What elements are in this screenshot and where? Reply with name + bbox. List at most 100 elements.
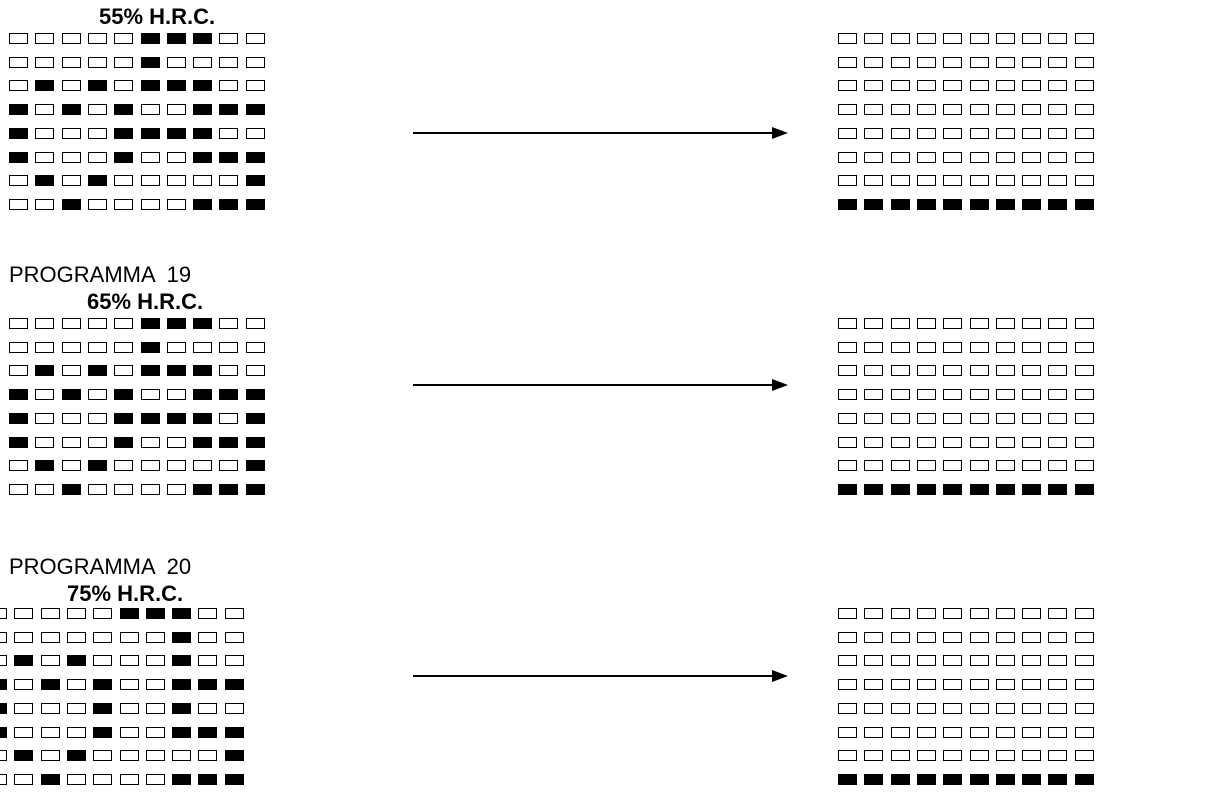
led-cell-off bbox=[224, 655, 244, 667]
led-cell-off bbox=[943, 389, 963, 401]
led-cell-off bbox=[995, 608, 1015, 619]
led-cell-off bbox=[890, 631, 910, 643]
led-cell-off bbox=[61, 460, 81, 472]
led-cell-on bbox=[245, 412, 265, 424]
led-cell-on bbox=[61, 104, 81, 116]
led-cell-off bbox=[1022, 175, 1042, 187]
led-cell-off bbox=[193, 175, 213, 187]
led-cell-off bbox=[1048, 726, 1068, 738]
led-cell-off bbox=[1022, 460, 1042, 472]
led-cell-off bbox=[890, 33, 910, 44]
led-cell-on bbox=[1022, 483, 1042, 495]
led-cell-on bbox=[193, 318, 213, 329]
led-cell-on bbox=[193, 151, 213, 163]
led-cell-off bbox=[40, 726, 60, 738]
led-cell-off bbox=[0, 655, 7, 667]
led-cell-on bbox=[219, 198, 239, 210]
led-cell-off bbox=[172, 750, 192, 762]
led-cell-off bbox=[61, 412, 81, 424]
led-cell-on bbox=[140, 365, 160, 377]
led-cell-off bbox=[838, 104, 857, 116]
led-cell-on bbox=[87, 365, 107, 377]
led-cell-on bbox=[224, 679, 244, 691]
led-cell-on bbox=[140, 341, 160, 353]
led-cell-off bbox=[66, 608, 86, 619]
led-cell-off bbox=[66, 773, 86, 785]
led-cell-on bbox=[916, 773, 936, 785]
led-cell-off bbox=[114, 365, 134, 377]
led-cell-on bbox=[114, 389, 134, 401]
led-cell-off bbox=[0, 773, 7, 785]
led-cell-off bbox=[943, 318, 963, 329]
led-cell-off bbox=[969, 655, 989, 667]
led-cell-off bbox=[93, 631, 113, 643]
led-cell-off bbox=[969, 608, 989, 619]
led-cell-on bbox=[166, 365, 186, 377]
led-cell-off bbox=[140, 198, 160, 210]
led-cell-off bbox=[1074, 127, 1094, 139]
led-cell-off bbox=[864, 33, 884, 44]
led-cell-off bbox=[995, 365, 1015, 377]
led-cell-off bbox=[943, 460, 963, 472]
led-cell-off bbox=[1074, 750, 1094, 762]
led-cell-off bbox=[969, 412, 989, 424]
led-cell-off bbox=[35, 56, 55, 68]
led-cell-off bbox=[943, 726, 963, 738]
led-cell-off bbox=[864, 726, 884, 738]
led-cell-off bbox=[14, 726, 34, 738]
led-cell-off bbox=[995, 679, 1015, 691]
led-cell-off bbox=[943, 631, 963, 643]
led-cell-on bbox=[193, 365, 213, 377]
led-cell-off bbox=[61, 436, 81, 448]
led-cell-off bbox=[943, 127, 963, 139]
led-cell-off bbox=[969, 389, 989, 401]
led-cell-off bbox=[838, 365, 857, 377]
led-cell-off bbox=[1048, 104, 1068, 116]
led-cell-off bbox=[890, 655, 910, 667]
led-cell-on bbox=[35, 460, 55, 472]
led-cell-off bbox=[943, 655, 963, 667]
led-cell-off bbox=[969, 726, 989, 738]
led-cell-off bbox=[1074, 33, 1094, 44]
led-cell-off bbox=[995, 389, 1015, 401]
led-cell-on bbox=[172, 608, 192, 619]
led-cell-off bbox=[969, 436, 989, 448]
led-cell-on bbox=[969, 773, 989, 785]
led-cell-off bbox=[1074, 655, 1094, 667]
led-cell-on bbox=[219, 151, 239, 163]
led-cell-off bbox=[838, 175, 857, 187]
led-cell-off bbox=[61, 56, 81, 68]
led-cell-on bbox=[114, 151, 134, 163]
led-cell-off bbox=[1022, 412, 1042, 424]
led-cell-off bbox=[1074, 389, 1094, 401]
led-cell-on bbox=[40, 773, 60, 785]
led-cell-off bbox=[93, 608, 113, 619]
led-cell-off bbox=[916, 80, 936, 92]
led-cell-off bbox=[969, 365, 989, 377]
led-cell-off bbox=[224, 608, 244, 619]
led-cell-off bbox=[219, 365, 239, 377]
led-cell-off bbox=[14, 608, 34, 619]
led-cell-off bbox=[1074, 175, 1094, 187]
led-cell-on bbox=[838, 483, 857, 495]
led-cell-off bbox=[61, 175, 81, 187]
led-cell-off bbox=[1074, 151, 1094, 163]
led-cell-off bbox=[943, 679, 963, 691]
led-cell-off bbox=[943, 436, 963, 448]
led-cell-off bbox=[864, 436, 884, 448]
led-cell-off bbox=[40, 655, 60, 667]
led-cell-off bbox=[0, 631, 7, 643]
led-cell-off bbox=[864, 318, 884, 329]
led-cell-on bbox=[943, 483, 963, 495]
led-cell-off bbox=[87, 436, 107, 448]
led-cell-off bbox=[1022, 631, 1042, 643]
led-cell-off bbox=[1074, 631, 1094, 643]
led-cell-off bbox=[1048, 127, 1068, 139]
led-cell-on bbox=[1074, 483, 1094, 495]
led-cell-off bbox=[40, 702, 60, 714]
led-cell-off bbox=[0, 750, 7, 762]
led-cell-off bbox=[864, 389, 884, 401]
led-cell-off bbox=[166, 460, 186, 472]
led-cell-off bbox=[916, 365, 936, 377]
led-cell-off bbox=[1048, 460, 1068, 472]
